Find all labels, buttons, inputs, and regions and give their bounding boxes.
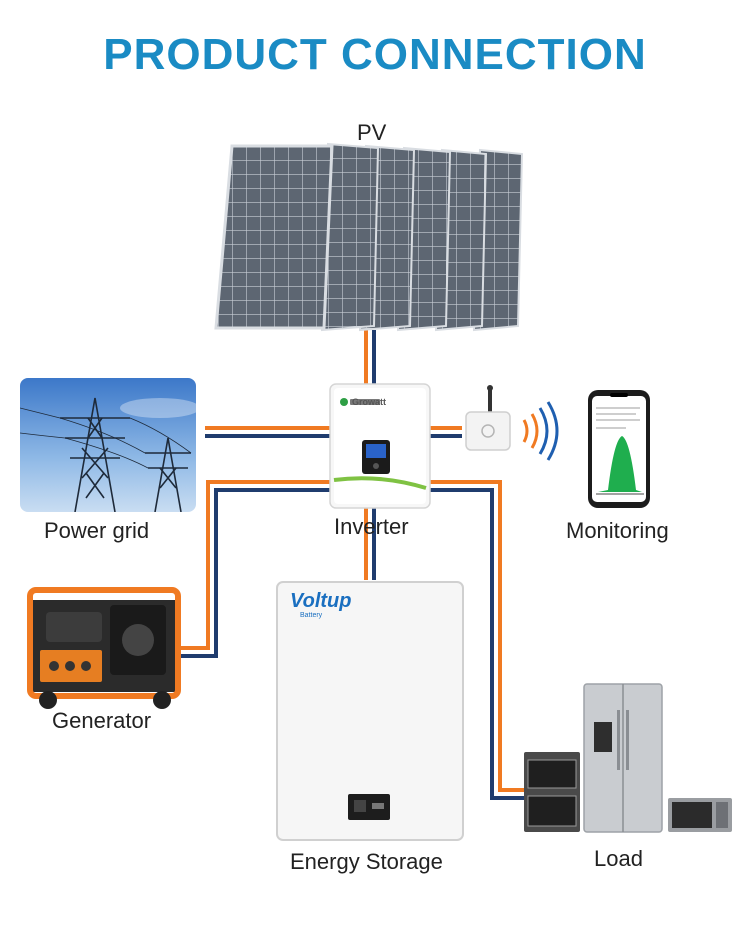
- wires: [180, 330, 524, 800]
- storage-brand-sub: Battery: [300, 612, 323, 619]
- load-label: Load: [594, 846, 643, 871]
- wifi-module-image: [465, 385, 559, 461]
- wire-inverter-load-orange: [430, 480, 524, 792]
- pv-panels-image: [214, 142, 524, 332]
- wire-generator-inverter-navy: [180, 488, 330, 658]
- page-title: PRODUCT CONNECTION: [103, 30, 647, 79]
- inverter-label: Inverter: [334, 514, 409, 539]
- power-grid-image: [20, 378, 196, 512]
- energy-storage-image: [276, 581, 464, 841]
- generator-label: Generator: [52, 708, 152, 733]
- inverter-brand: Growatt: [352, 397, 387, 407]
- storage-brand: Voltup: [290, 590, 352, 612]
- wire-inverter-load-navy: [430, 488, 524, 800]
- load-appliances-image: [524, 683, 732, 833]
- pv-label: PV: [357, 120, 387, 145]
- monitoring-label: Monitoring: [566, 518, 669, 543]
- smartphone-image: [588, 390, 650, 508]
- energy-storage-label: Energy Storage: [290, 849, 443, 874]
- power-grid-label: Power grid: [44, 518, 150, 543]
- generator-image: [27, 587, 181, 709]
- inverter-image: [329, 383, 431, 509]
- wire-generator-inverter-orange: [180, 480, 330, 650]
